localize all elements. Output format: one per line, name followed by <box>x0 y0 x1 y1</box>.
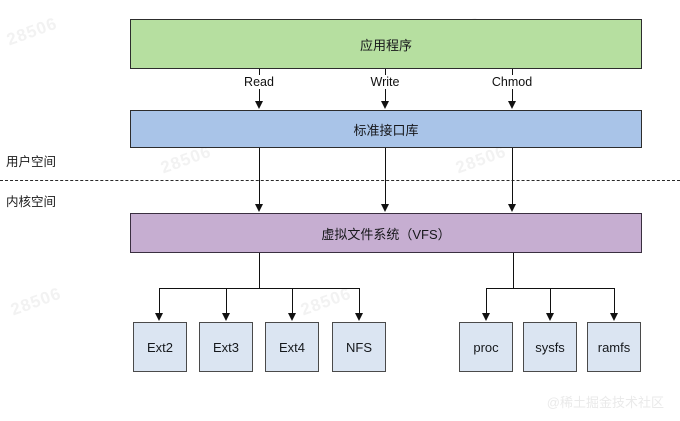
connector-branch-ext4 <box>292 288 293 314</box>
user-space-label: 用户空间 <box>6 155 57 169</box>
connector-branch-ext2-arrowhead <box>155 313 163 321</box>
connector-lib-vfs-read <box>259 148 260 205</box>
standard-library-box[interactable]: 标准接口库 <box>130 110 642 148</box>
filesystem-box-ext2[interactable]: Ext2 <box>133 322 187 372</box>
connector-lib-vfs-chmod <box>512 148 513 205</box>
vfs-layer-label: 虚拟文件系统（VFS） <box>321 226 451 242</box>
watermark-tile: 28506 <box>4 13 60 50</box>
brand-watermark: @稀土掘金技术社区 <box>546 395 664 410</box>
connector-branch-sysfs-arrowhead <box>546 313 554 321</box>
connector-lib-vfs-write-arrowhead <box>380 204 389 212</box>
standard-library-label: 标准接口库 <box>353 122 419 138</box>
filesystem-box-ext4[interactable]: Ext4 <box>265 322 319 372</box>
user-kernel-divider <box>0 180 680 181</box>
connector-branch-ext3 <box>226 288 227 314</box>
syscall-label-write: Write <box>366 75 404 89</box>
syscall-label-chmod: Chmod <box>487 75 537 89</box>
connector-vfs-right-trunk <box>513 253 514 288</box>
connector-branch-ext2 <box>159 288 160 314</box>
syscall-label-read: Read <box>240 75 278 89</box>
connector-write-arrowhead <box>380 101 389 109</box>
filesystem-label-proc: proc <box>473 339 499 355</box>
application-layer-label: 应用程序 <box>359 37 412 53</box>
connector-read-arrowhead <box>254 101 263 109</box>
filesystem-label-ext2: Ext2 <box>146 339 173 355</box>
connector-lib-vfs-read-arrowhead <box>254 204 263 212</box>
filesystem-box-sysfs[interactable]: sysfs <box>523 322 577 372</box>
connector-branch-sysfs <box>550 288 551 314</box>
filesystem-label-ext3: Ext3 <box>212 339 239 355</box>
connector-branch-ramfs-arrowhead <box>610 313 618 321</box>
kernel-space-label: 内核空间 <box>6 195 57 209</box>
filesystem-box-nfs[interactable]: NFS <box>332 322 386 372</box>
connector-lib-vfs-chmod-arrowhead <box>507 204 516 212</box>
connector-branch-proc-arrowhead <box>482 313 490 321</box>
filesystem-label-nfs: NFS <box>346 339 372 355</box>
vfs-layer-box[interactable]: 虚拟文件系统（VFS） <box>130 213 642 253</box>
connector-branch-nfs <box>359 288 360 314</box>
filesystem-label-ramfs: ramfs <box>597 339 631 355</box>
connector-branch-nfs-arrowhead <box>355 313 363 321</box>
connector-branch-ramfs <box>614 288 615 314</box>
connector-branch-ext4-arrowhead <box>288 313 296 321</box>
filesystem-box-ramfs[interactable]: ramfs <box>587 322 641 372</box>
connector-branch-ext3-arrowhead <box>222 313 230 321</box>
watermark-tile: 28506 <box>8 283 64 320</box>
filesystem-label-ext4: Ext4 <box>278 339 305 355</box>
connector-chmod-arrowhead <box>507 101 516 109</box>
filesystem-label-sysfs: sysfs <box>535 339 565 355</box>
application-layer-box[interactable]: 应用程序 <box>130 19 642 69</box>
connector-vfs-left-bus <box>159 288 359 289</box>
filesystem-box-ext3[interactable]: Ext3 <box>199 322 253 372</box>
filesystem-box-proc[interactable]: proc <box>459 322 513 372</box>
connector-vfs-left-trunk <box>259 253 260 288</box>
connector-lib-vfs-write <box>385 148 386 205</box>
connector-branch-proc <box>486 288 487 314</box>
watermark-tile: 28506 <box>298 283 354 320</box>
